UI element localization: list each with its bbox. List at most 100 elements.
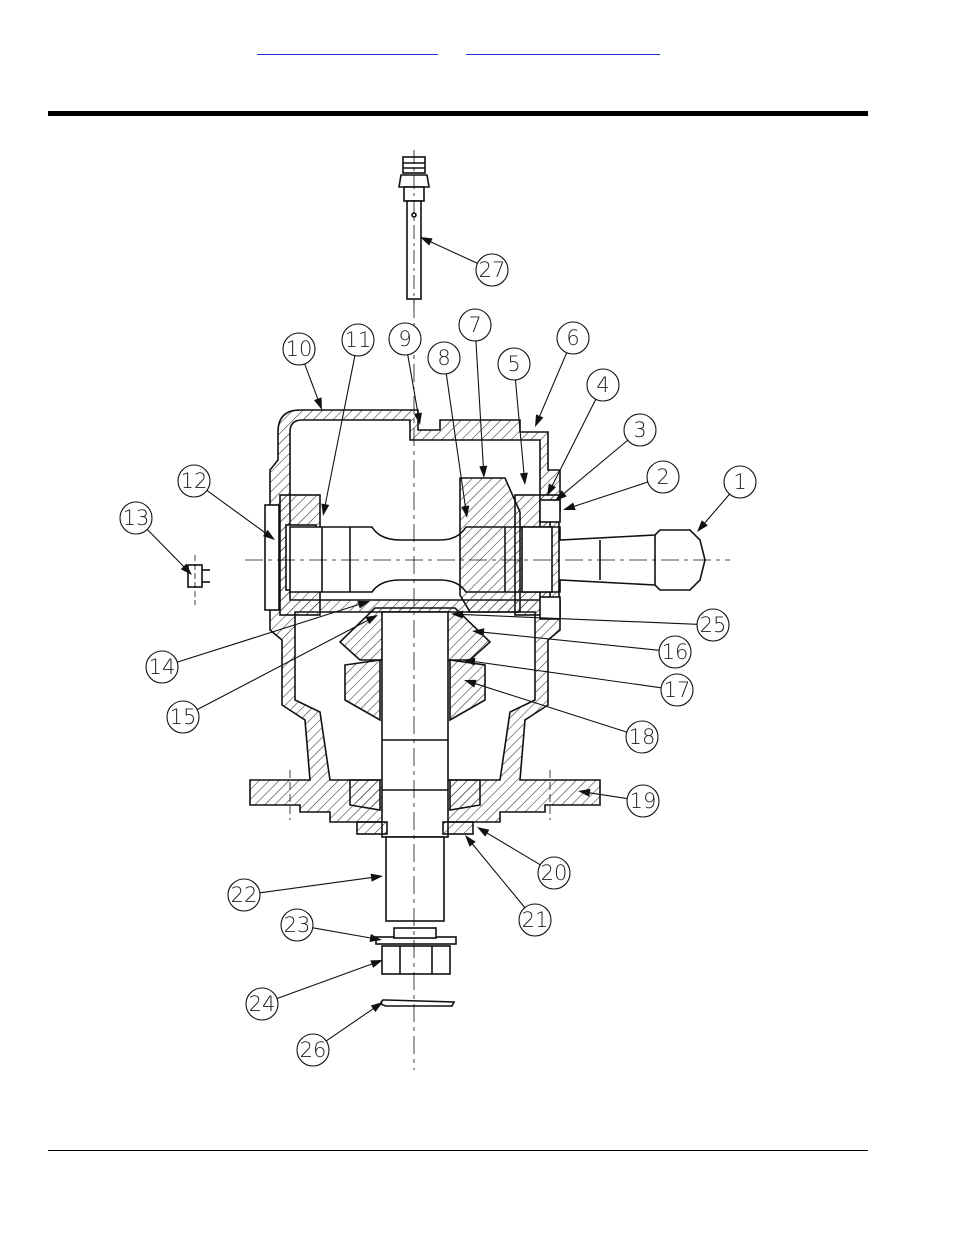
leader-arrow	[413, 412, 422, 425]
callout-number: 27	[479, 258, 506, 282]
callout-circle	[537, 856, 571, 890]
callout-circle	[556, 321, 590, 355]
callout-number: 20	[541, 861, 568, 885]
leader-line	[325, 1007, 376, 1042]
leader-arrow	[451, 610, 464, 619]
leader-arrow	[464, 679, 477, 688]
callout-circle	[658, 635, 692, 669]
leader-line	[177, 603, 361, 663]
leader-arrow	[420, 237, 433, 246]
callout-9: 9	[388, 322, 422, 425]
callout-circle	[282, 332, 316, 366]
callout-circle	[475, 253, 509, 287]
leader-line	[572, 481, 648, 508]
leader-arrow	[477, 827, 490, 837]
callout-13: 13	[119, 501, 192, 575]
callout-circle	[586, 368, 620, 402]
leader-arrow	[370, 960, 383, 968]
leader-line	[445, 373, 467, 509]
callout-circle	[497, 347, 531, 381]
leader-arrow	[369, 933, 382, 942]
leader-line	[551, 399, 597, 488]
leader-line	[259, 876, 374, 894]
callout-number: 4	[596, 373, 609, 397]
leader-line	[470, 842, 526, 908]
callout-number: 26	[300, 1038, 327, 1062]
callout-circle	[626, 784, 660, 818]
leader-line	[324, 355, 356, 507]
callout-circle	[660, 673, 694, 707]
callout-26: 26	[296, 1002, 383, 1067]
callout-number: 19	[630, 789, 657, 813]
leader-arrow	[578, 788, 591, 797]
leader-arrow	[365, 615, 378, 625]
callout-6: 6	[535, 321, 590, 427]
leader-line	[538, 352, 568, 419]
leader-line	[460, 613, 698, 625]
leader-line	[473, 682, 627, 733]
bevel-gear-upper	[459, 477, 521, 613]
callout-circle	[245, 987, 279, 1021]
gearbox-body	[187, 150, 730, 1070]
leader-line	[428, 240, 478, 264]
callout-circle	[623, 413, 657, 447]
leader-line	[146, 529, 186, 569]
callout-number: 10	[286, 337, 313, 361]
leader-arrow	[357, 600, 370, 609]
callout-circle	[646, 460, 680, 494]
leader-line	[514, 379, 525, 476]
callout-number: 17	[664, 678, 691, 702]
callout-2: 2	[563, 460, 680, 511]
header-link-1[interactable]	[257, 40, 438, 55]
callout-number: 13	[123, 506, 150, 530]
callout-number: 7	[468, 313, 481, 337]
callout-18: 18	[464, 679, 659, 754]
callout-number: 5	[507, 352, 520, 376]
footer-rule	[48, 1150, 868, 1151]
callout-circle	[119, 501, 153, 535]
leader-line	[472, 660, 662, 689]
callout-number: 2	[656, 465, 669, 489]
header-rule	[48, 111, 868, 116]
callout-circle	[177, 464, 211, 498]
leader-arrow	[479, 465, 488, 478]
leader-line	[312, 927, 373, 939]
callout-number: 24	[249, 992, 276, 1016]
leader-line	[475, 340, 484, 469]
leader-line	[587, 791, 628, 800]
callout-25: 25	[451, 608, 730, 642]
leader-line	[206, 489, 268, 535]
dipstick	[398, 150, 430, 305]
callout-number: 18	[629, 725, 656, 749]
leader-arrow	[465, 835, 476, 847]
leader-line	[481, 631, 660, 651]
left-cover	[264, 504, 280, 611]
output-shaft	[381, 611, 449, 922]
callout-24: 24	[245, 960, 383, 1021]
leader-arrow	[463, 657, 476, 666]
callout-23: 23	[280, 908, 382, 942]
callout-number: 23	[284, 913, 311, 937]
callout-circle	[518, 903, 552, 937]
leader-arrow	[461, 505, 470, 518]
callout-number: 25	[700, 613, 727, 637]
leader-line	[703, 493, 730, 525]
callout-4: 4	[547, 368, 620, 496]
callout-circle	[166, 700, 200, 734]
callout-15: 15	[166, 615, 378, 734]
callout-circle	[145, 650, 179, 684]
callout-number: 21	[522, 908, 549, 932]
callout-20: 20	[477, 827, 571, 890]
leader-arrow	[314, 397, 322, 410]
leader-arrow	[563, 502, 576, 511]
leader-line	[407, 354, 419, 416]
callout-circle	[341, 323, 375, 357]
callout-number: 3	[633, 418, 646, 442]
callout-circle	[388, 322, 422, 356]
leader-arrow	[697, 520, 708, 532]
callout-circle	[227, 878, 261, 912]
leader-arrow	[519, 472, 528, 485]
callout-21: 21	[465, 835, 552, 937]
header-link-2[interactable]	[466, 40, 660, 55]
